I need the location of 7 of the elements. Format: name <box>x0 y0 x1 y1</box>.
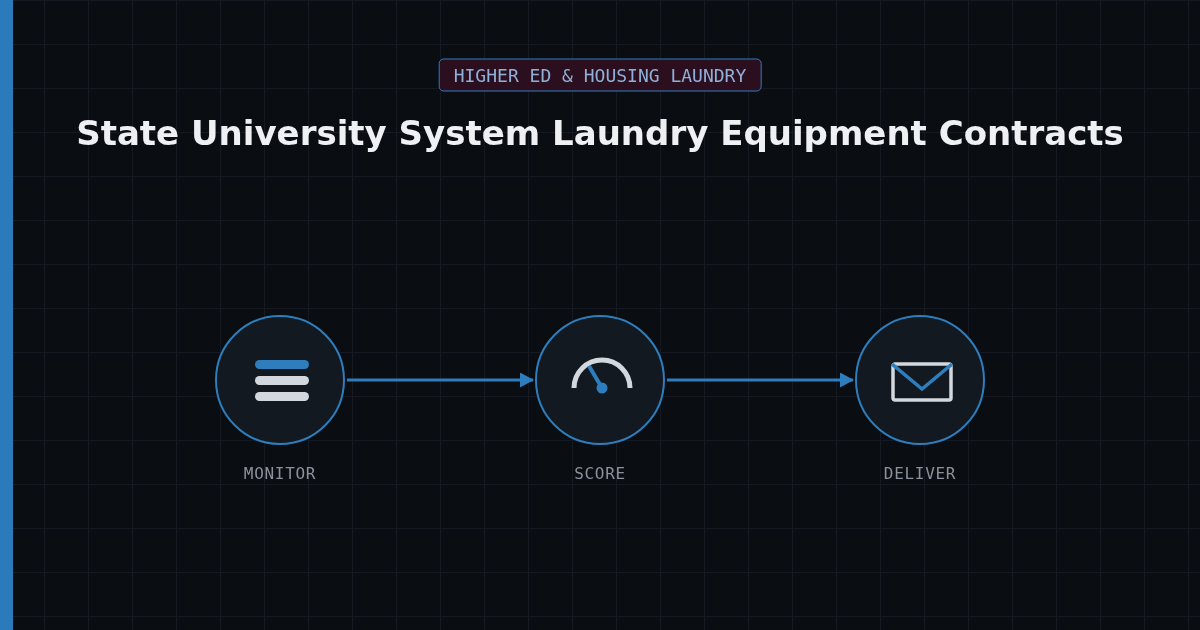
step-label: SCORE <box>574 464 626 484</box>
step-label: MONITOR <box>243 464 317 484</box>
arrow <box>667 372 854 388</box>
step-label: DELIVER <box>883 464 957 484</box>
arrow <box>347 372 534 388</box>
category-tag: HIGHER ED & HOUSING LAUNDRY <box>438 58 762 92</box>
page-title: State University System Laundry Equipment Contracts <box>75 112 1125 154</box>
